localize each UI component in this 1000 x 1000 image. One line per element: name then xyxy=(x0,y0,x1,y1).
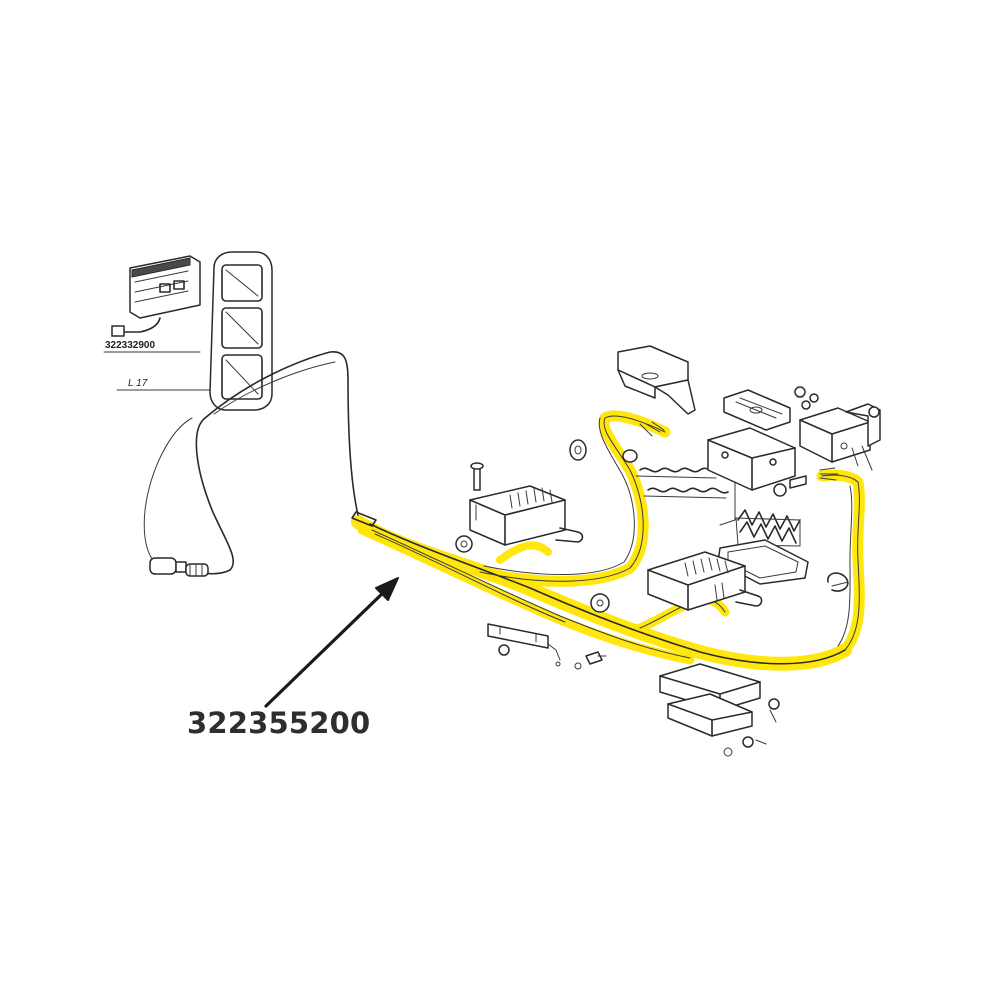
tail-light-assembly xyxy=(209,251,273,411)
main-part-number: 322355200 xyxy=(187,706,371,740)
lens-grille-top xyxy=(635,467,736,526)
lamp-holder-middle xyxy=(647,551,763,611)
bracket-top-right xyxy=(794,386,881,471)
lens-grille-right xyxy=(735,509,801,547)
lamp-holder-left xyxy=(455,462,584,553)
center-bracket xyxy=(707,427,807,497)
electronic-module xyxy=(111,255,201,337)
cable-clamp xyxy=(827,572,849,592)
top-bracket xyxy=(617,345,696,415)
reference-label: L 17 xyxy=(128,378,148,389)
lower-bracket-left xyxy=(487,623,607,670)
arrow-icon xyxy=(264,577,399,708)
mounting-plate-top-right xyxy=(723,389,791,431)
module-part-number: 322332900 xyxy=(105,340,155,351)
light-connector-cable xyxy=(143,351,359,577)
lower-bracket-right xyxy=(659,663,780,757)
grommets xyxy=(569,439,638,613)
